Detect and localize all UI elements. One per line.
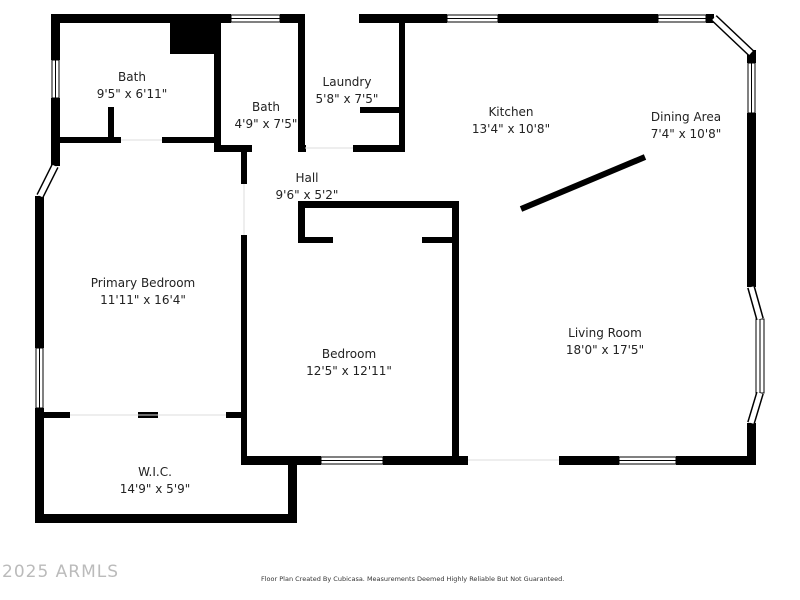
room-label-wic: W.I.C. 14'9" x 5'9": [119, 465, 191, 496]
room-label-laundry: Laundry 5'8" x 7'5": [315, 75, 379, 106]
door-openings: [70, 139, 559, 461]
interior-walls: [35, 20, 647, 463]
room-label-dining-area: Dining Area 7'4" x 10'8": [650, 110, 722, 141]
disclaimer-text: Floor Plan Created By Cubicasa. Measurem…: [261, 575, 565, 583]
angled-windows: [36, 15, 764, 425]
armls-watermark: 2025 ARMLS: [2, 562, 120, 582]
room-label-bath-2: Bath 4'9" x 7'5": [234, 100, 298, 131]
windows: [35, 14, 765, 465]
room-label-kitchen: Kitchen 13'4" x 10'8": [471, 105, 551, 136]
room-label-bedroom: Bedroom 12'5" x 12'11": [306, 347, 392, 378]
exterior-walls: [35, 14, 756, 523]
room-label-bath-1: Bath 9'5" x 6'11": [96, 70, 168, 101]
room-label-hall: Hall 9'6" x 5'2": [275, 171, 339, 202]
room-label-living-room: Living Room 18'0" x 17'5": [565, 326, 645, 357]
room-label-primary-bedroom: Primary Bedroom 11'11" x 16'4": [90, 276, 196, 307]
